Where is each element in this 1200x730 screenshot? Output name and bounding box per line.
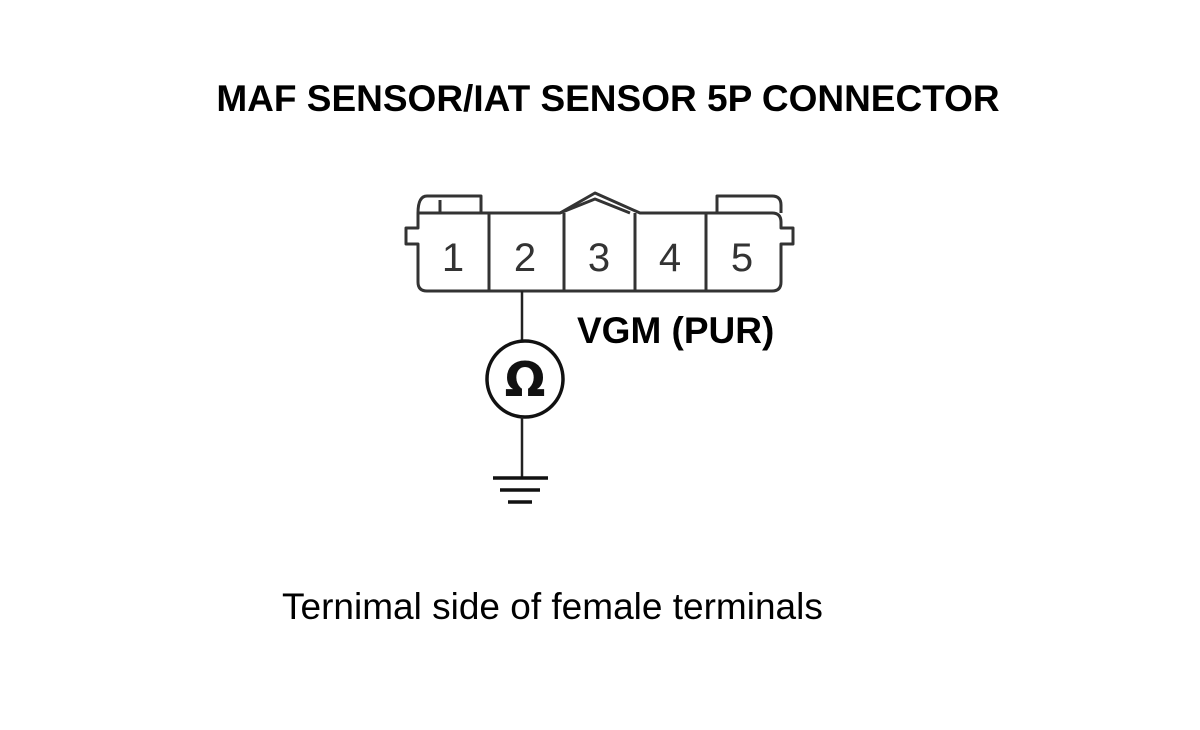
ground-icon [493,476,548,504]
ohmmeter-icon: Ω [485,339,565,419]
connector-housing [404,191,795,293]
ohm-symbol: Ω [505,352,546,408]
wire-label: VGM (PUR) [577,310,775,351]
pin-1-label: 1 [442,236,464,280]
pin-5-label: 5 [731,236,753,280]
caption: Ternimal side of female terminals [282,586,823,627]
pin-4-label: 4 [659,236,681,280]
pin-dividers [487,213,708,291]
pin-3-label: 3 [588,236,610,280]
pin-2-label: 2 [514,236,536,280]
diagram-title: MAF SENSOR/IAT SENSOR 5P CONNECTOR [216,78,1000,119]
